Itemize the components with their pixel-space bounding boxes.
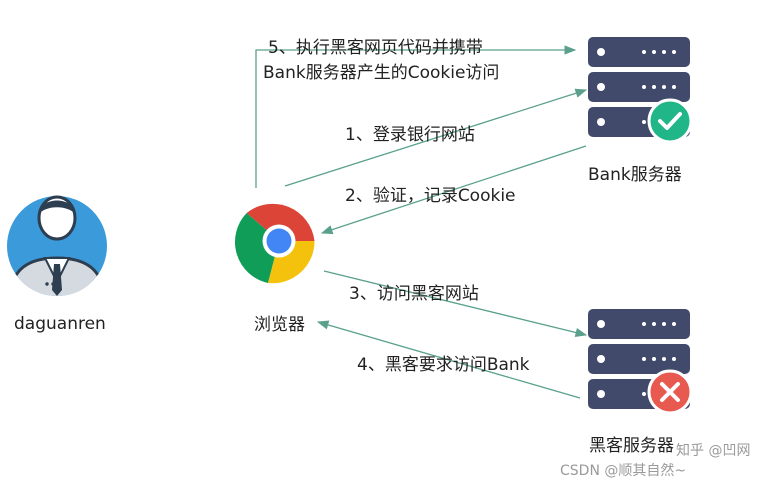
server-rack-unit	[588, 72, 690, 102]
arrow-step1	[284, 88, 588, 187]
bank-server-label: Bank服务器	[588, 165, 682, 185]
csdn-watermark: CSDN @顺其自然~	[560, 463, 687, 479]
browser-label: 浏览器	[254, 315, 305, 335]
arrow-step3	[323, 270, 588, 338]
step2-label: 2、验证，记录Cookie	[345, 186, 516, 206]
step3-label: 3、访问黑客网站	[349, 284, 479, 304]
step5-label-line2: Bank服务器产生的Cookie访问	[263, 63, 500, 83]
arrow-step5	[255, 45, 577, 188]
server-ok-icon	[588, 37, 693, 144]
hacker-server-label: 黑客服务器	[589, 436, 674, 456]
check-badge-icon	[647, 98, 693, 144]
user-avatar-icon	[7, 195, 107, 296]
server-rack-unit	[588, 309, 690, 339]
server-error-icon	[588, 309, 693, 415]
user-label: daguanren	[14, 314, 106, 334]
server-rack-unit	[588, 344, 690, 374]
step1-label: 1、登录银行网站	[345, 125, 475, 145]
arrow-step4	[316, 320, 581, 399]
flow-arrows	[255, 45, 588, 399]
chrome-browser-icon	[235, 203, 315, 284]
server-rack-unit	[588, 37, 690, 67]
step5-label-line1: 5、执行黑客网页代码并携带	[268, 38, 483, 58]
zhihu-watermark: 知乎 @凹网	[676, 443, 751, 459]
step4-label: 4、黑客要求访问Bank	[357, 355, 530, 375]
error-badge-icon	[647, 369, 693, 415]
arrow-step2	[320, 145, 587, 235]
